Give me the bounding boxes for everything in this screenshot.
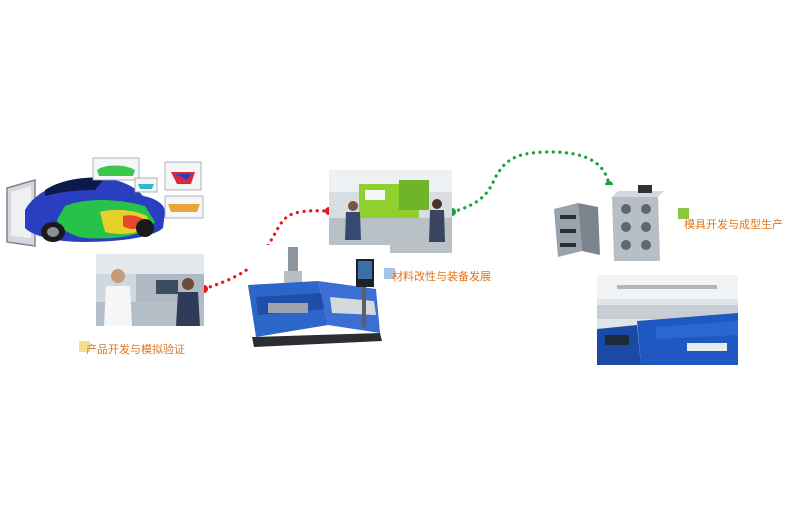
car-simulation-image: [5, 150, 205, 250]
mold-image: [548, 185, 670, 265]
stage-1-swatch: [79, 341, 90, 352]
stage-2-swatch: [384, 268, 395, 279]
factory-floor-photo: [329, 170, 452, 253]
green-dotted-connector: [450, 150, 611, 214]
extruder-machine-image: [248, 245, 390, 360]
lab-engineers-photo: [96, 254, 204, 326]
stage-2-label: 材料改性与装备发展: [392, 270, 491, 283]
stage-1-label: 产品开发与模拟验证: [86, 343, 185, 356]
stage-3-label: 模具开发与成型生产: [684, 218, 783, 231]
molding-workshop-photo: [597, 275, 738, 365]
red-dotted-connector: [202, 209, 331, 291]
stage-3-swatch: [678, 208, 689, 219]
